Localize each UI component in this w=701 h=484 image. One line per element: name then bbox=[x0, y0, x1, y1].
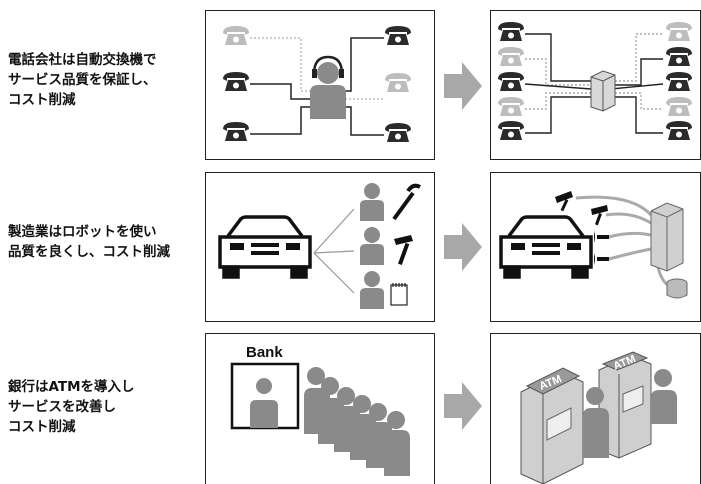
phone-icon bbox=[498, 121, 524, 140]
panel-operator bbox=[205, 10, 435, 160]
phone-icon bbox=[498, 22, 524, 41]
phone-icon bbox=[223, 122, 249, 141]
phone-icon bbox=[498, 47, 524, 66]
arrow-right-icon bbox=[444, 223, 482, 271]
phone-icon bbox=[385, 123, 411, 142]
arrow-right-icon bbox=[444, 382, 482, 430]
switch-box-icon bbox=[590, 70, 616, 112]
atm-machine-icon: ATM bbox=[598, 351, 652, 459]
controller-cabinet-icon bbox=[650, 202, 684, 272]
phone-icon bbox=[666, 72, 692, 91]
caption-manufacturing: 製造業はロボットを使い 品質を良くし、コスト削減 bbox=[8, 224, 170, 260]
phone-icon bbox=[666, 22, 692, 41]
disk-icon bbox=[666, 278, 688, 299]
atm-machine-icon: ATM bbox=[520, 367, 584, 484]
wrench-icon bbox=[392, 183, 421, 221]
panel-atm: ATM ATM bbox=[490, 333, 701, 484]
panel-switchboard bbox=[490, 10, 701, 160]
phone-icon bbox=[666, 97, 692, 116]
car-icon bbox=[499, 215, 593, 279]
bank-window-icon bbox=[230, 362, 300, 430]
panel-workers bbox=[205, 172, 435, 322]
customer-icon bbox=[583, 387, 609, 458]
operator-icon bbox=[310, 55, 346, 119]
queue-people-icon bbox=[304, 367, 410, 476]
caption-telephone: 電話会社は自動交換機で サービス品質を保証し、 コスト削減 bbox=[8, 52, 157, 108]
worker-icon bbox=[360, 271, 384, 309]
hammer-icon bbox=[394, 235, 413, 265]
notepad-icon bbox=[390, 283, 408, 306]
customer-icon bbox=[651, 369, 677, 424]
car-icon bbox=[218, 215, 312, 279]
panel-bank: Bank bbox=[205, 333, 435, 484]
caption-bank: 銀行はATMを導入し サービスを改善し コスト削減 bbox=[8, 379, 135, 435]
phone-icon bbox=[385, 73, 411, 92]
phone-icon bbox=[666, 121, 692, 140]
phone-icon bbox=[223, 72, 249, 91]
panel-robots bbox=[490, 172, 701, 322]
worker-icon bbox=[360, 227, 384, 265]
phone-icon bbox=[385, 26, 411, 45]
phone-icon bbox=[223, 26, 249, 45]
worker-icon bbox=[360, 183, 384, 221]
bank-label: Bank bbox=[246, 344, 283, 361]
phone-icon bbox=[498, 72, 524, 91]
phone-icon bbox=[498, 97, 524, 116]
robot-tool-icon bbox=[555, 191, 609, 265]
phone-icon bbox=[666, 47, 692, 66]
arrow-right-icon bbox=[444, 62, 482, 110]
